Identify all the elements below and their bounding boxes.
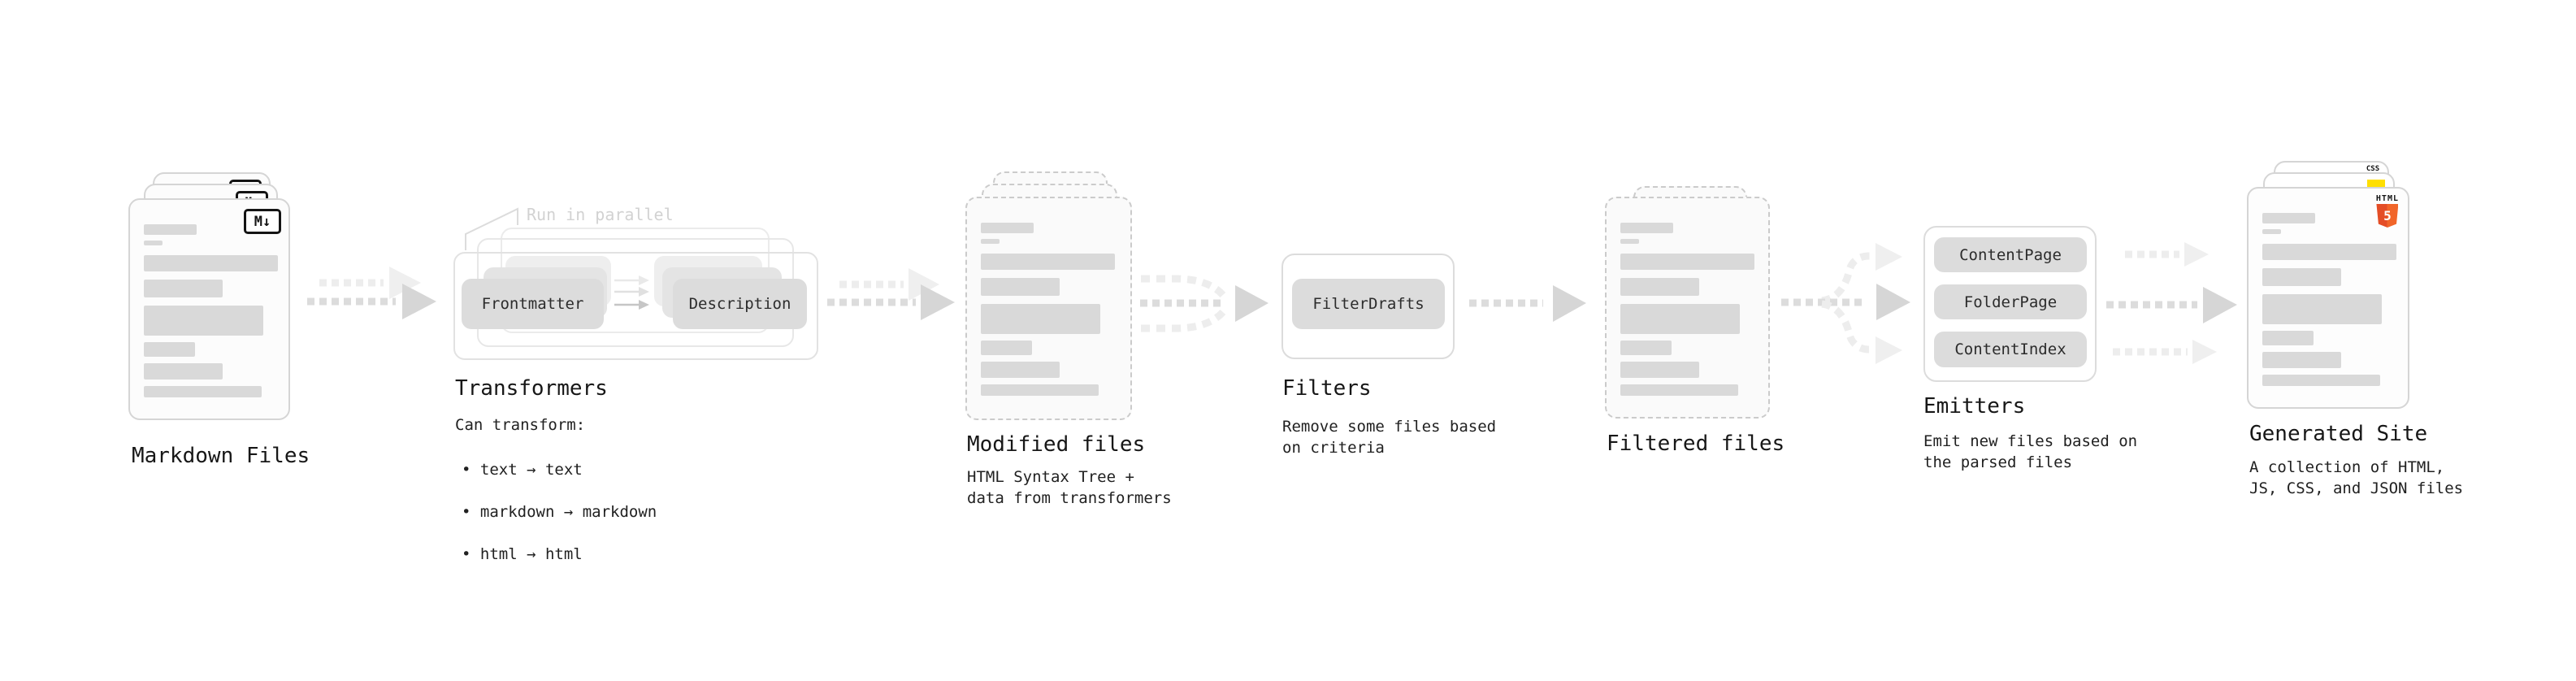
doc-text-line: [144, 241, 163, 245]
modified-files-caption: HTML Syntax Tree + data from transformer…: [967, 468, 1172, 507]
markdown-icon: M↓: [244, 209, 281, 234]
doc-text-line: [144, 386, 262, 397]
arrow-filters-to-filtered: [1469, 285, 1586, 322]
transformers-caption: Can transform:: [455, 416, 586, 434]
doc-text-line: [1620, 278, 1699, 296]
doc-text-line: [144, 306, 263, 336]
doc-text-line: [1620, 239, 1639, 244]
doc-text-line: [144, 363, 223, 380]
doc-text-line: [1620, 384, 1738, 396]
bullet-text-to-text: • text → text: [462, 461, 583, 479]
generated-site-label: Generated Site: [2249, 422, 2428, 446]
doc-text-line: [981, 223, 1034, 233]
markdown-files-label: Markdown Files: [132, 444, 310, 468]
contentindex-pill: ContentIndex: [1934, 332, 2087, 367]
filterdrafts-pill: FilterDrafts: [1292, 279, 1445, 329]
doc-text-line: [2262, 294, 2382, 324]
frontmatter-pill: Frontmatter: [462, 279, 604, 329]
doc-text-line: [981, 340, 1032, 355]
filters-label: Filters: [1282, 376, 1372, 401]
bullet-html-to-html: • html → html: [462, 545, 583, 563]
doc-text-line: [2262, 213, 2315, 223]
description-pill: Description: [673, 279, 807, 329]
doc-text-line: [2262, 268, 2341, 286]
doc-text-line: [144, 224, 197, 235]
doc-text-line: [981, 362, 1060, 378]
generated-html-card: HTML 5: [2247, 187, 2409, 409]
doc-text-line: [2262, 352, 2341, 368]
transformers-bullets: • text → text • markdown → markdown • ht…: [462, 438, 657, 586]
doc-text-line: [1620, 254, 1754, 270]
filtered-files-label: Filtered files: [1607, 432, 1785, 456]
doc-text-line: [144, 280, 223, 297]
filtered-file-card-front: [1605, 197, 1770, 419]
doc-text-line: [2262, 331, 2314, 345]
arrow-filtered-to-emitters-fork: [1781, 243, 1910, 364]
doc-text-line: [2262, 229, 2281, 234]
doc-text-line: [981, 384, 1099, 396]
doc-text-line: [1620, 223, 1673, 233]
bullet-markdown-to-markdown: • markdown → markdown: [462, 503, 657, 521]
contentpage-pill: ContentPage: [1934, 237, 2087, 272]
doc-text-line: [981, 239, 1000, 244]
markdown-file-card-front: M↓: [128, 198, 290, 420]
modified-file-card-front: [965, 197, 1132, 420]
doc-text-line: [2262, 244, 2396, 260]
arrows-emitters-to-generated: [2106, 242, 2237, 364]
doc-text-line: [1620, 362, 1699, 378]
run-in-parallel-note: Run in parallel: [527, 205, 674, 224]
doc-text-line: [981, 278, 1060, 296]
filters-caption: Remove some files based on criteria: [1282, 418, 1497, 457]
doc-text-line: [981, 304, 1100, 334]
arrow-markdown-to-transformers: [307, 267, 436, 319]
folderpage-pill: FolderPage: [1934, 284, 2087, 319]
generated-site-caption: A collection of HTML, JS, CSS, and JSON …: [2249, 458, 2464, 497]
doc-text-line: [1620, 304, 1740, 334]
doc-text-line: [981, 254, 1115, 270]
modified-files-label: Modified files: [967, 432, 1146, 457]
transformer-box-front: [453, 252, 818, 360]
emitters-caption: Emit new files based on the parsed files: [1923, 432, 2138, 471]
doc-text-line: [144, 255, 278, 271]
doc-text-line: [2262, 375, 2380, 386]
doc-text-line: [144, 342, 195, 357]
html5-icon: HTML 5: [2376, 194, 2399, 228]
arrow-transformers-to-modified: [827, 268, 955, 320]
transformers-label: Transformers: [455, 376, 608, 401]
doc-text-line: [1620, 340, 1672, 355]
emitters-label: Emitters: [1923, 394, 2026, 419]
arrow-modified-to-filters-merge: [1140, 275, 1268, 332]
